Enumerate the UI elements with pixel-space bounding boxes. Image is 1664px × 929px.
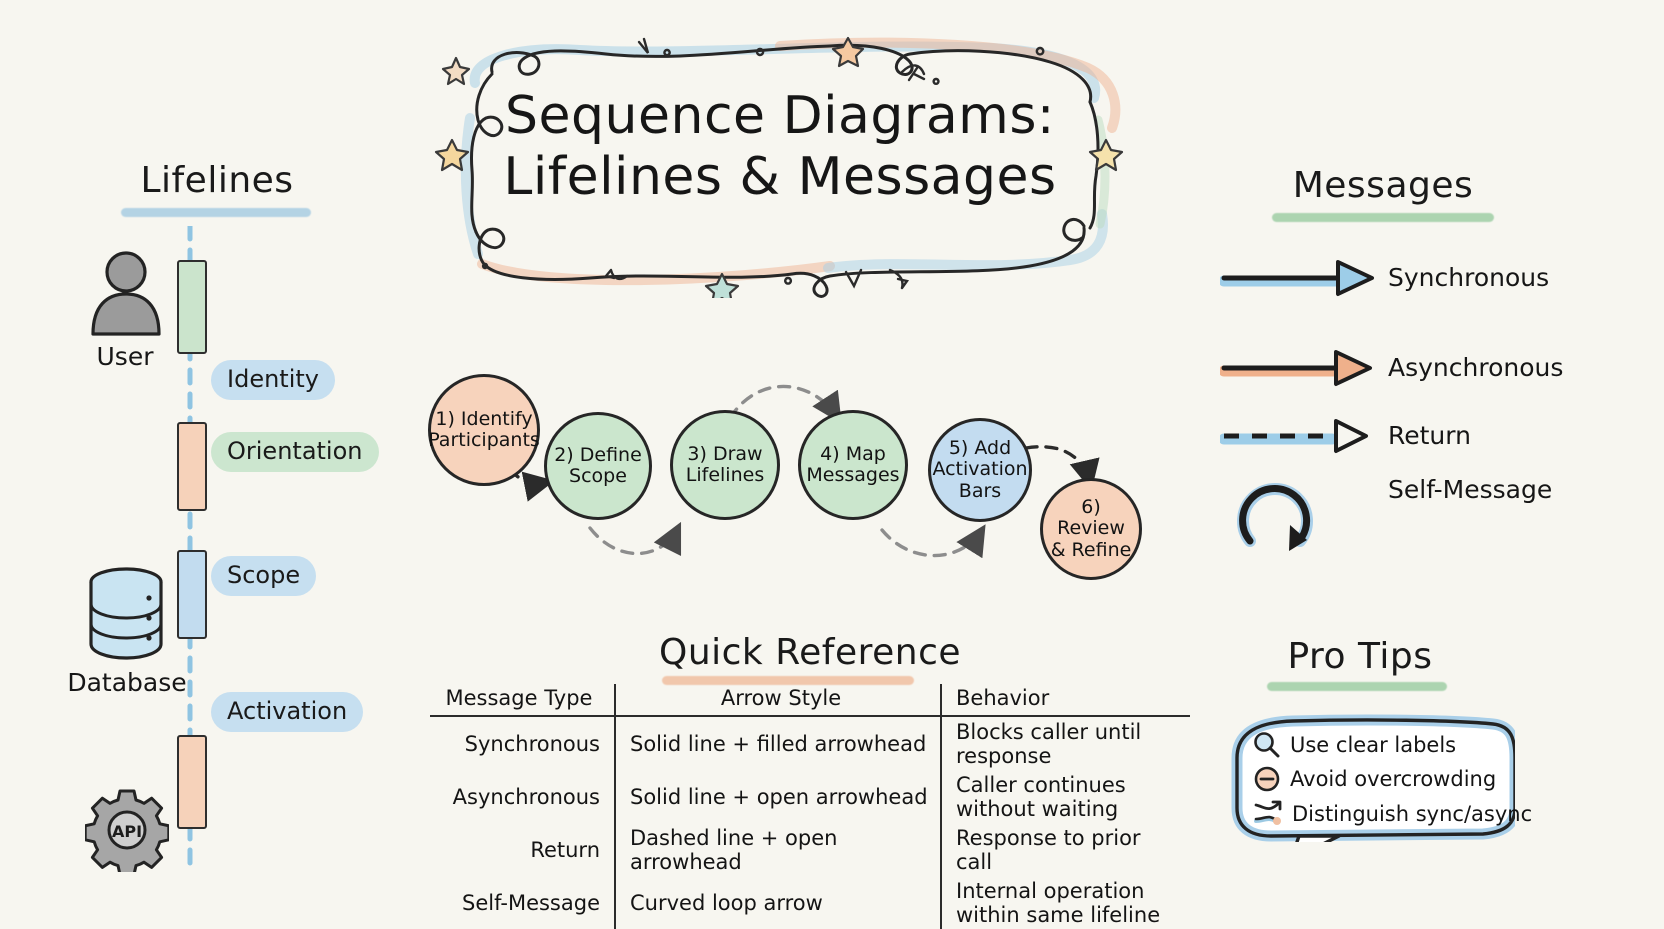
database-icon <box>89 567 163 660</box>
messages-item-label-asynchronous: Asynchronous <box>1388 353 1564 382</box>
pro-tips-heading-underline <box>1267 682 1447 691</box>
cell-arrow-style: Solid line + filled arrowhead <box>614 716 942 770</box>
magnifier-icon <box>1254 732 1280 758</box>
quick-reference-table: Message Type Arrow Style Behavior Synchr… <box>430 684 1190 929</box>
messages-heading: Messages <box>1292 165 1474 206</box>
solid-filled-arrow-icon <box>1220 260 1374 296</box>
cell-message-type: Synchronous <box>464 731 600 756</box>
activation-bar-4 <box>177 735 207 829</box>
page-title-line2: Lifelines & Messages <box>503 147 1057 208</box>
cell-behavior: Response to prior call <box>956 825 1141 874</box>
messages-item-label-return: Return <box>1388 421 1471 450</box>
table-row: Return Dashed line + open arrowhead Resp… <box>430 823 1190 876</box>
lifeline-annotation-activation: Activation <box>211 692 364 732</box>
solid-open-arrow-icon <box>1220 350 1372 386</box>
flow-step-6-label: 6) Review& Refine <box>1050 495 1132 561</box>
pro-tip-label-2: Avoid overcrowding <box>1290 767 1497 791</box>
lifeline-annotation-orientation: Orientation <box>211 432 379 472</box>
pro-tips-heading: Pro Tips <box>1287 636 1433 677</box>
column-header-arrow-style: Arrow Style <box>614 684 942 717</box>
cell-arrow-style: Curved loop arrow <box>614 876 942 929</box>
quick-reference-heading-underline <box>662 676 914 685</box>
cell-arrow-style: Solid line + open arrowhead <box>614 770 942 823</box>
lifeline-annotation-identity: Identity <box>211 360 335 400</box>
table-row: Self-Message Curved loop arrow Internal … <box>430 876 1190 929</box>
messages-item-label-synchronous: Synchronous <box>1388 263 1550 292</box>
title-banner: Sequence Diagrams: Lifelines & Messages <box>430 28 1130 298</box>
cell-message-type: Self-Message <box>462 890 600 915</box>
activation-bar-3 <box>177 550 207 639</box>
table-header-row: Message Type Arrow Style Behavior <box>430 684 1190 717</box>
gear-api-icon: API <box>85 789 169 872</box>
minus-circle-icon <box>1254 766 1280 792</box>
flow-step-6[interactable]: 6) Review& Refine <box>1040 478 1142 580</box>
user-icon <box>91 251 161 336</box>
messages-heading-underline <box>1272 213 1494 222</box>
page-title-line1: Sequence Diagrams: <box>505 86 1055 146</box>
lifeline-annotation-scope: Scope <box>211 556 317 596</box>
activation-bar-1 <box>177 260 207 354</box>
pro-tip-label-1: Use clear labels <box>1290 733 1457 757</box>
cell-message-type: Asynchronous <box>452 784 600 809</box>
pro-tip-label-3: Distinguish sync/async <box>1292 802 1533 826</box>
lifelines-heading: Lifelines <box>140 160 294 201</box>
cell-behavior: Internal operation within same lifeline <box>956 878 1161 927</box>
cell-arrow-style: Dashed line + open arrowhead <box>614 823 942 876</box>
table-row: Synchronous Solid line + filled arrowhea… <box>430 716 1190 770</box>
actor-label-database: Database <box>67 668 187 697</box>
lifelines-heading-underline <box>121 208 311 217</box>
title-frame-doodle <box>434 36 1124 298</box>
quick-reference-heading: Quick Reference <box>658 632 962 673</box>
self-loop-icon <box>1237 483 1313 551</box>
svg-text:API: API <box>112 822 142 841</box>
cell-behavior: Caller continues without waiting <box>956 772 1126 821</box>
messages-item-label-self-message: Self-Message <box>1388 475 1553 504</box>
pro-tip-item-2: Avoid overcrowding <box>1253 765 1496 793</box>
actor-label-user: User <box>96 342 154 371</box>
pro-tips-panel: Pro Tips Use clear labels Avoid overcrow… <box>1205 636 1535 876</box>
quick-reference-panel: Quick Reference Message Type Arrow Style… <box>430 632 1190 929</box>
messages-legend-panel: Messages Synchronous Asynchronous Return <box>1210 165 1610 551</box>
table-row: Asynchronous Solid line + open arrowhead… <box>430 770 1190 823</box>
cell-message-type: Return <box>530 837 600 862</box>
pro-tip-item-3: Distinguish sync/async <box>1253 799 1532 829</box>
lifelines-panel: Lifelines User Database <box>55 160 379 880</box>
column-header-message-type: Message Type <box>430 684 615 717</box>
activation-bar-2 <box>177 422 207 511</box>
cell-behavior: Blocks caller until response <box>956 719 1142 768</box>
speech-bubble <box>1231 714 1515 842</box>
column-header-behavior: Behavior <box>941 684 1190 717</box>
page-title: Sequence Diagrams: Lifelines & Messages <box>430 86 1130 209</box>
branch-arrows-icon <box>1254 800 1282 825</box>
dashed-open-arrow-icon <box>1220 419 1368 453</box>
pro-tip-item-1: Use clear labels <box>1253 731 1456 759</box>
